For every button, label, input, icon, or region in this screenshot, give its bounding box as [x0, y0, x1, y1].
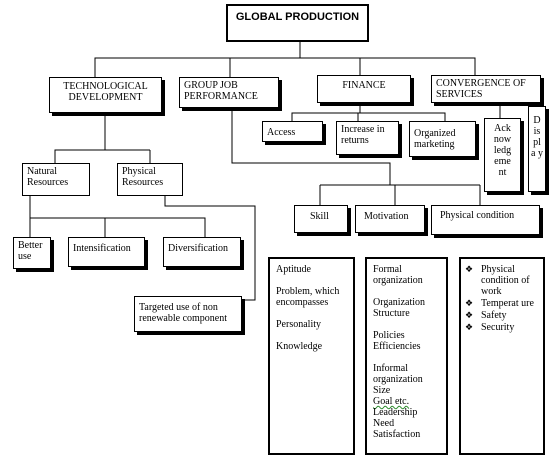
physical-resources-node: Physical Resources	[117, 163, 183, 196]
connector-physical-targeted	[164, 196, 256, 301]
motivation-list-item: Policies Efficiencies	[373, 330, 421, 352]
technological-development-label: TECHNOLOGICAL DEVELOPMENT	[63, 81, 148, 103]
skill-list-box: Aptitude Problem, which encompasses Pers…	[268, 257, 355, 455]
organized-marketing-node: Organized marketing	[409, 121, 476, 157]
condition-list-item: ❖ Security	[465, 322, 539, 333]
global-production-node: GLOBAL PRODUCTION	[226, 4, 369, 42]
connector-finance-children	[291, 103, 361, 121]
connector-tech-children	[54, 113, 106, 163]
diamond-bullet-icon: ❖	[465, 310, 474, 320]
motivation-list-item: Organization Structure	[373, 297, 426, 319]
finance-node: FINANCE	[317, 75, 411, 103]
better-use-node: Better use	[13, 237, 51, 269]
targeted-use-node: Targeted use of non renewable component	[134, 296, 242, 332]
motivation-node: Motivation	[355, 205, 425, 233]
connector-root-bus	[94, 42, 301, 77]
organized-marketing-label: Organized marketing	[414, 128, 456, 150]
diamond-bullet-icon: ❖	[465, 298, 474, 308]
natural-resources-label: Natural Resources	[27, 166, 69, 188]
convergence-of-services-node: CONVERGENCE OF SERVICES	[431, 75, 541, 103]
skill-list-item: Aptitude	[276, 264, 311, 275]
connector-root-convergence	[300, 57, 476, 75]
global-production-label: GLOBAL PRODUCTION	[235, 11, 360, 23]
skill-list-item: Knowledge	[276, 341, 323, 352]
condition-item-text: Safety	[481, 310, 507, 321]
condition-item-text: Temperat ure	[481, 298, 534, 309]
connector-natural-sub	[29, 196, 206, 237]
display-node: D is pl a y	[528, 106, 546, 192]
connector-finance-marketing	[360, 112, 446, 121]
group-job-performance-node: GROUP JOB PERFORMANCE	[179, 77, 279, 108]
access-node: Access	[262, 121, 323, 142]
skill-list-item: Problem, which encompasses	[276, 286, 340, 308]
group-job-performance-label: GROUP JOB PERFORMANCE	[184, 80, 258, 102]
motivation-list-item: Goal etc.	[373, 396, 410, 407]
condition-item-text: Physical condition of work	[481, 264, 530, 297]
targeted-use-label: Targeted use of non renewable component	[139, 302, 228, 324]
intensification-label: Intensification	[73, 243, 131, 254]
motivation-label: Motivation	[364, 211, 409, 222]
physical-condition-list-box: ❖ Physical condition of work ❖ Temperat …	[459, 257, 545, 455]
diversification-node: Diversification	[163, 237, 241, 267]
display-label: D is pl a y	[531, 115, 543, 159]
condition-list-item: ❖ Temperat ure	[465, 298, 539, 309]
motivation-list-item: Leadership Need Satisfaction	[373, 407, 421, 440]
condition-item-text: Security	[481, 322, 515, 333]
better-use-label: Better use	[18, 240, 43, 262]
motivation-list-item: Informal organization Size	[373, 363, 423, 396]
increase-in-returns-label: Increase in returns	[341, 124, 385, 146]
diamond-bullet-icon: ❖	[465, 322, 474, 332]
intensification-node: Intensification	[68, 237, 145, 267]
physical-condition-node: Physical condition	[431, 205, 540, 235]
condition-list-item: ❖ Physical condition of work	[465, 264, 539, 297]
acknowledgement-node: Ack now ledg eme nt	[484, 118, 521, 192]
motivation-list-box: Formal organization Organization Structu…	[365, 257, 448, 455]
technological-development-node: TECHNOLOGICAL DEVELOPMENT	[49, 77, 162, 113]
physical-condition-label: Physical condition	[440, 210, 515, 221]
natural-resources-node: Natural Resources	[22, 163, 90, 196]
motivation-list-item: Formal organization	[373, 264, 423, 286]
physical-resources-label: Physical Resources	[122, 166, 164, 188]
acknowledgement-label: Ack now ledg eme nt	[493, 123, 512, 178]
condition-bullet-list: ❖ Physical condition of work ❖ Temperat …	[465, 264, 539, 333]
increase-in-returns-node: Increase in returns	[336, 121, 399, 155]
diversification-label: Diversification	[168, 243, 228, 254]
convergence-of-services-label: CONVERGENCE OF SERVICES	[436, 78, 526, 100]
diamond-bullet-icon: ❖	[465, 264, 474, 274]
skill-list-item: Personality	[276, 319, 321, 330]
condition-list-item: ❖ Safety	[465, 310, 539, 321]
finance-label: FINANCE	[342, 80, 386, 91]
skill-label: Skill	[310, 211, 329, 222]
skill-node: Skill	[294, 205, 348, 233]
access-label: Access	[267, 127, 296, 138]
